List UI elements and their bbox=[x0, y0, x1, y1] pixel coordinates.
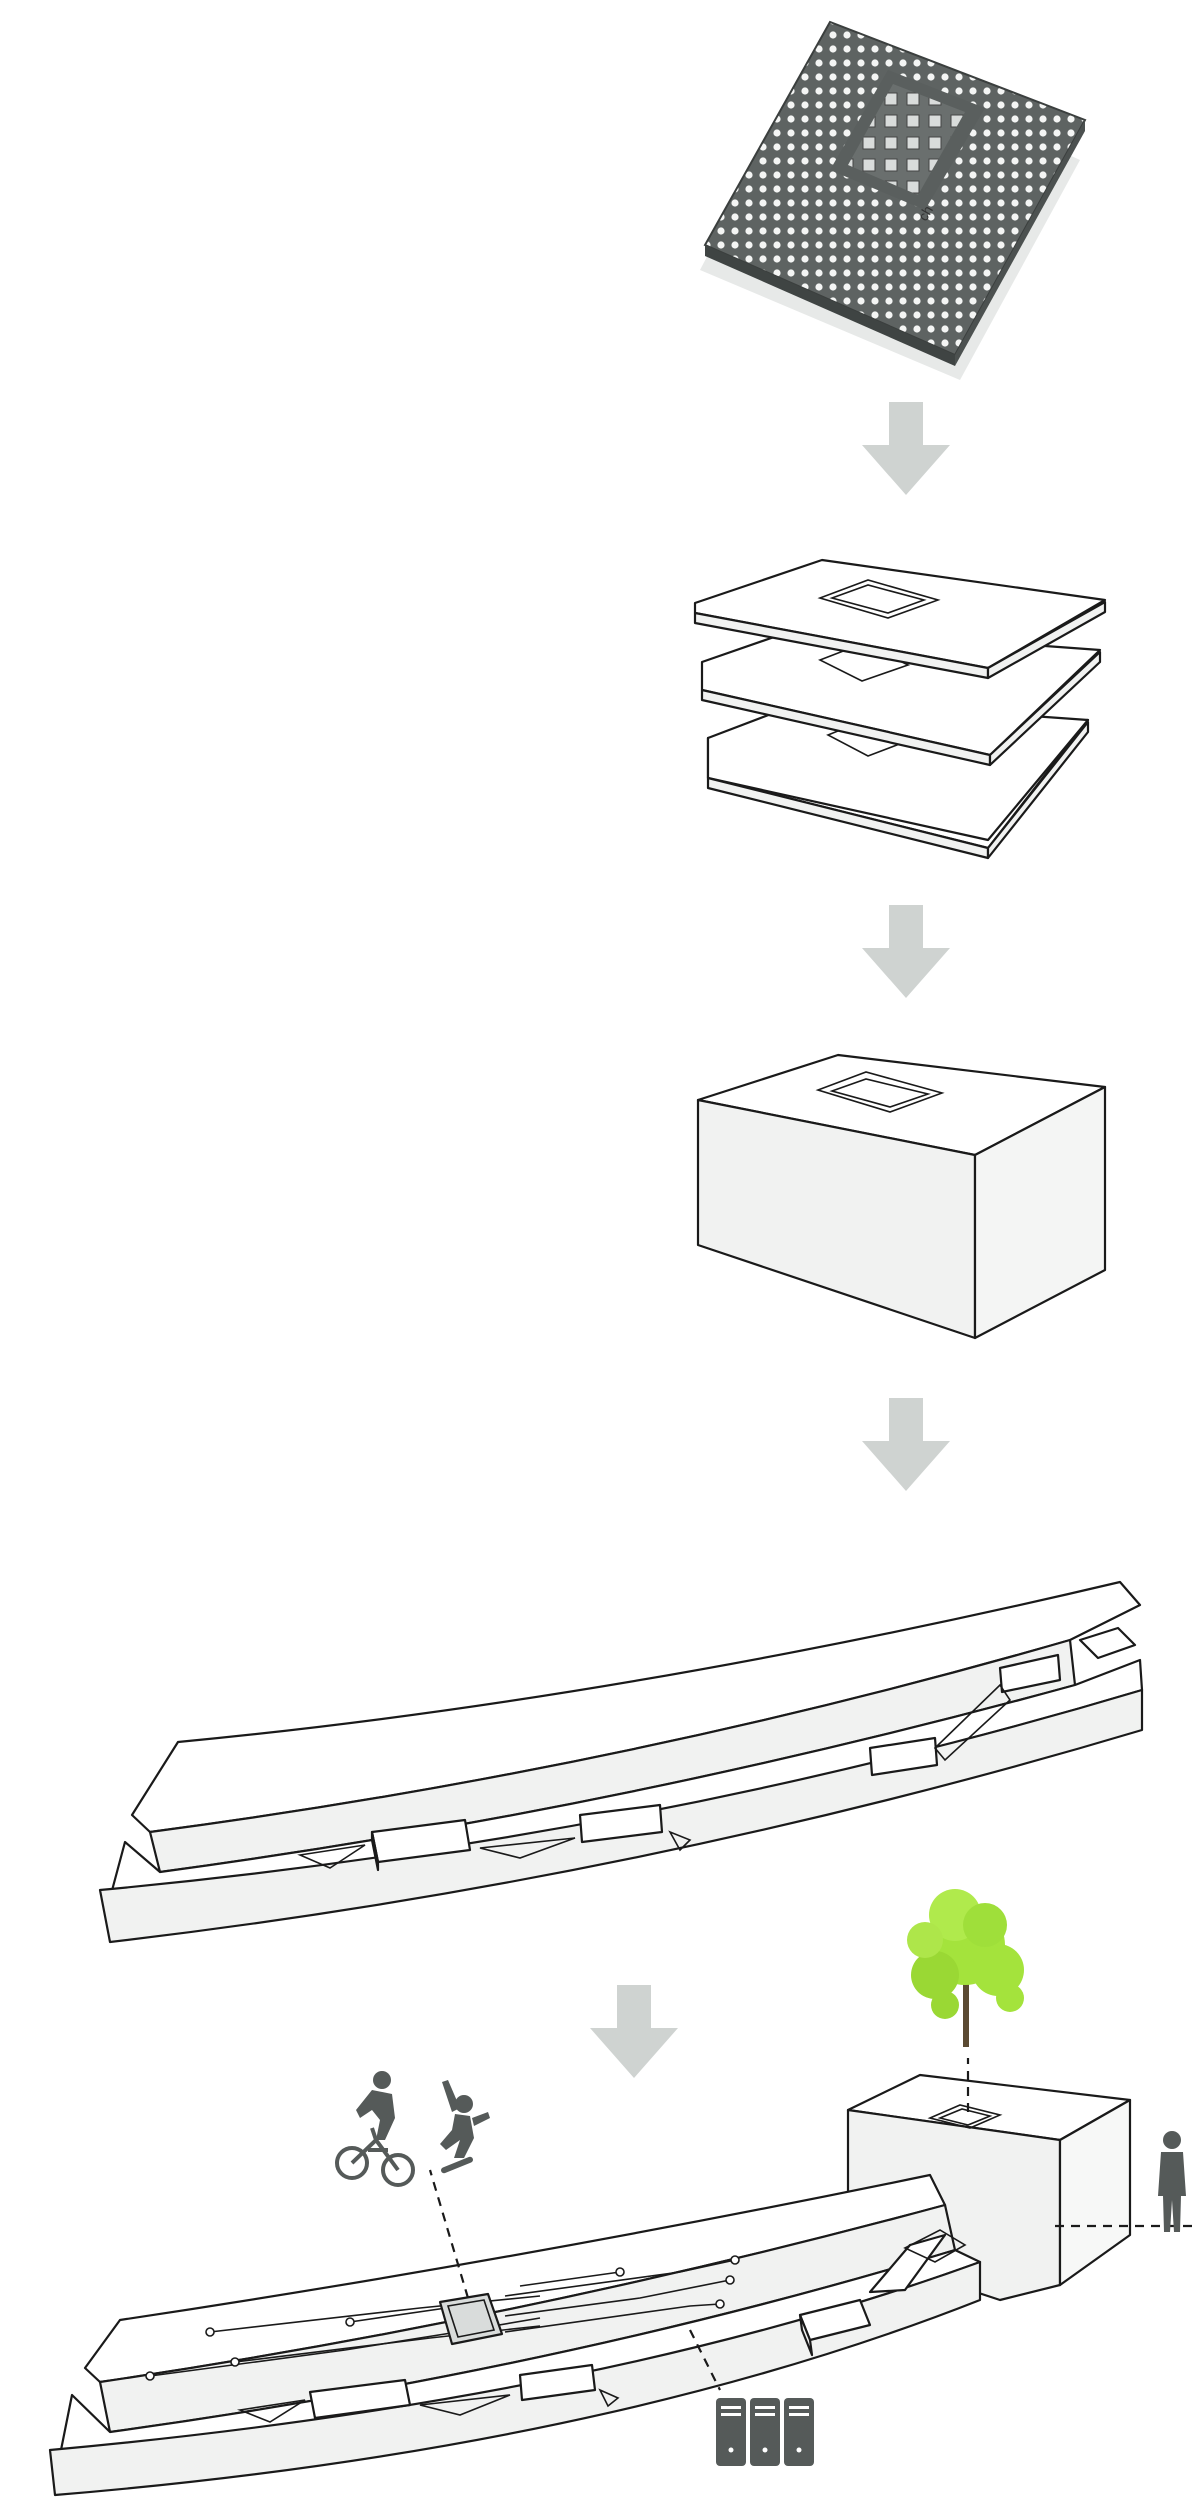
chip-marking: ch bbox=[915, 203, 936, 224]
circuit-traces bbox=[145, 2255, 740, 2381]
bmx-rider-icon bbox=[335, 2071, 415, 2187]
platform-with-tower-icon bbox=[48, 2058, 1198, 2497]
tree-icon bbox=[907, 1889, 1024, 2047]
curved-slab-icon bbox=[98, 1580, 1144, 1944]
arrow-down-icon-3 bbox=[862, 1398, 950, 1491]
stacked-plates-icon bbox=[693, 558, 1107, 860]
arrow-down-icon-2 bbox=[862, 905, 950, 998]
server-racks-icon bbox=[716, 2398, 814, 2466]
extruded-box-icon bbox=[696, 1053, 1107, 1340]
cpu-chip-icon: ch bbox=[700, 20, 1087, 380]
skateboarder-icon bbox=[440, 2080, 490, 2174]
arrow-down-icon-1 bbox=[862, 402, 950, 495]
standing-person-icon bbox=[1158, 2131, 1186, 2232]
arrow-down-icon-4 bbox=[590, 1985, 678, 2078]
